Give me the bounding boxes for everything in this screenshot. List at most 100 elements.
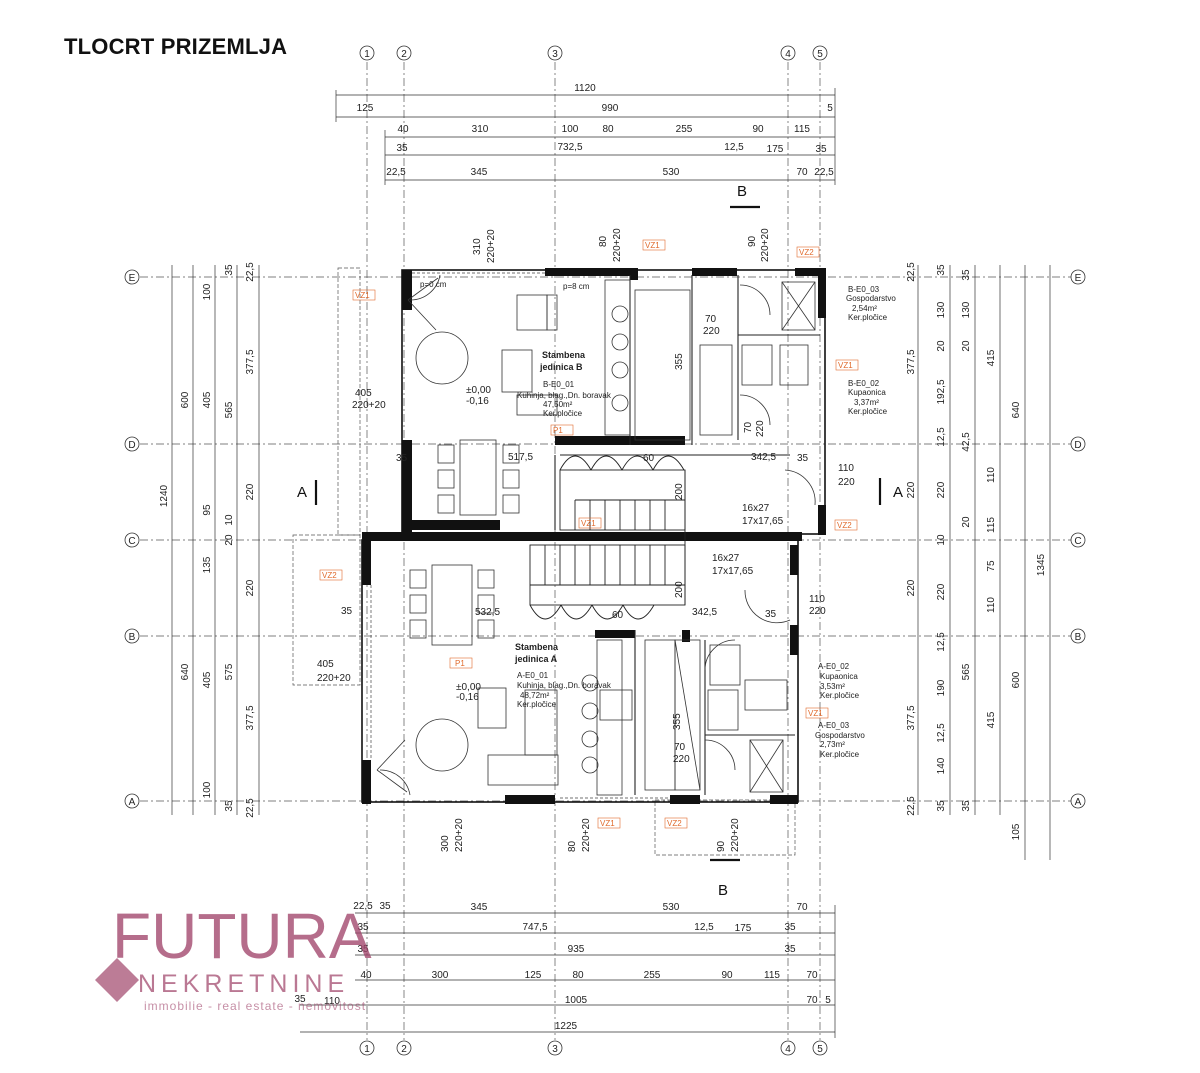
dim-342a: 342,5	[751, 452, 776, 463]
tag-vz1-d: VZ1	[581, 519, 596, 528]
axis-label-3-bottom: 3	[552, 1044, 558, 1055]
dim-right-22a: 22,5	[906, 262, 917, 282]
tag-vz1-a: VZ1	[355, 291, 370, 300]
section-a-left: A	[297, 484, 307, 501]
futura-watermark: FUTURA NEKRETNINE immobilie - real estat…	[95, 900, 372, 1013]
dim-top-345: 345	[471, 167, 488, 178]
dim-left-220a: 220	[245, 483, 256, 500]
unit-b-floor: Ker.pločice	[543, 409, 583, 418]
stair-b-1: 16x27	[742, 503, 770, 514]
dim-left-10: 10	[224, 514, 235, 526]
dim-w220-20c: 220+20	[760, 228, 771, 262]
dim-left-35a: 35	[224, 264, 235, 276]
dim-w80b: 80	[567, 840, 578, 852]
dim-top-990: 990	[602, 103, 619, 114]
unit-b-area: 47,50m²	[543, 400, 573, 409]
element-tags	[319, 239, 859, 829]
windows	[370, 272, 670, 799]
dim-35d: 35	[765, 609, 777, 620]
dim-left-377a: 377,5	[245, 349, 256, 374]
unit-a-labels: Stambena jedinica A A-E0_01 Kuhinja, bla…	[456, 642, 865, 759]
tag-vz2-b: VZ2	[837, 521, 852, 530]
dim-right-c2-12b: 12,5	[936, 632, 947, 652]
dim-w80a: 80	[598, 235, 609, 247]
stair-a-2: 17x17,65	[712, 566, 754, 577]
dim-left-22a: 22,5	[245, 262, 256, 282]
dim-220c: 220	[703, 326, 720, 337]
dim-bot-5: 5	[825, 995, 831, 1006]
room-b02-area: 3,37m²	[854, 398, 879, 407]
room-a02-area: 3,53m²	[820, 682, 845, 691]
dim-405-top: 405	[355, 388, 372, 399]
dim-left-20: 20	[224, 534, 235, 546]
dim-200b: 200	[674, 581, 685, 598]
dim-60a: 60	[643, 453, 655, 464]
dim-top-22a: 22,5	[386, 167, 406, 178]
dim-top-100: 100	[562, 124, 579, 135]
dim-70b: 70	[674, 742, 686, 753]
dim-right-c3-115: 115	[986, 517, 997, 533]
tag-vz1-b: VZ1	[645, 241, 660, 250]
dim-top-80: 80	[602, 124, 614, 135]
unit-b-labels: Stambena jedinica B B-E0_01 Kuhinja, bla…	[466, 285, 896, 418]
axis-label-c-left: C	[128, 536, 135, 547]
unit-a-area: 48,72m²	[520, 691, 550, 700]
tag-vz2-c: VZ2	[322, 571, 337, 580]
dim-right-c3-35b: 35	[961, 800, 972, 812]
dim-top-12: 12,5	[724, 142, 744, 153]
dim-60b: 60	[612, 610, 624, 621]
dim-200a: 200	[674, 483, 685, 500]
dim-220-20-bot: 220+20	[317, 673, 351, 684]
unit-b-level: ±0,00	[466, 385, 491, 396]
dim-right-c3-130: 130	[961, 301, 972, 318]
axis-label-b-left: B	[129, 632, 136, 643]
dim-532: 532,5	[475, 607, 500, 618]
dim-left-100a: 100	[202, 283, 213, 300]
dim-w310: 310	[472, 238, 483, 255]
dim-left-565: 565	[224, 401, 235, 418]
dim-bot-115: 115	[764, 970, 780, 981]
dim-w220-20d: 220+20	[454, 818, 465, 852]
axis-label-5-bottom: 5	[817, 1044, 823, 1055]
dim-top-115: 115	[794, 124, 810, 135]
dim-top-1120: 1120	[574, 83, 596, 94]
dim-bot-35a: 35	[379, 901, 391, 912]
dim-left-220b: 220	[245, 579, 256, 596]
axis-label-3-top: 3	[552, 49, 558, 60]
dim-220d: 220	[673, 754, 690, 765]
dim-w300: 300	[440, 835, 451, 852]
unit-a-name1: Stambena	[515, 642, 559, 652]
dim-right-1345: 1345	[1036, 553, 1047, 576]
dim-right-600: 600	[1011, 671, 1022, 688]
axis-label-a-right: A	[1075, 797, 1082, 808]
dim-right-c2-12c: 12,5	[936, 723, 947, 743]
dim-bot-255: 255	[644, 970, 661, 981]
axis-label-a-left: A	[129, 797, 136, 808]
unit-b-name2: jedinica B	[539, 362, 583, 372]
dim-517: 517,5	[508, 452, 533, 463]
dim-bot-22: 22,5	[353, 901, 373, 912]
dim-220-20-top: 220+20	[352, 400, 386, 411]
dim-right-c2-130: 130	[936, 301, 947, 318]
dim-35c: 35	[797, 453, 809, 464]
unit-b-desc: Kuhinja, blag.,Dn. boravak	[517, 391, 612, 400]
unit-a-floor: Ker.pločice	[517, 700, 557, 709]
dim-355b: 355	[672, 713, 683, 730]
dim-bot-1225: 1225	[555, 1021, 578, 1032]
dim-left-405a: 405	[202, 391, 213, 408]
dim-right-c2-20a: 20	[936, 340, 947, 352]
dim-right-c2-192: 192,5	[936, 379, 947, 404]
dim-right-c2-140: 140	[936, 757, 947, 774]
room-b02-name: Kupaonica	[848, 388, 886, 397]
dim-left-135: 135	[202, 556, 213, 573]
dim-bot-35d: 35	[357, 944, 369, 955]
dim-355a: 355	[674, 353, 685, 370]
watermark-sub: NEKRETNINE	[138, 970, 349, 998]
dim-right-c3-110a: 110	[986, 467, 997, 483]
axis-grid	[140, 62, 1075, 1040]
dim-220a: 220	[838, 477, 855, 488]
dim-w220-20f: 220+20	[730, 818, 741, 852]
dim-top-255: 255	[676, 124, 693, 135]
room-a02-name: Kupaonica	[820, 672, 858, 681]
